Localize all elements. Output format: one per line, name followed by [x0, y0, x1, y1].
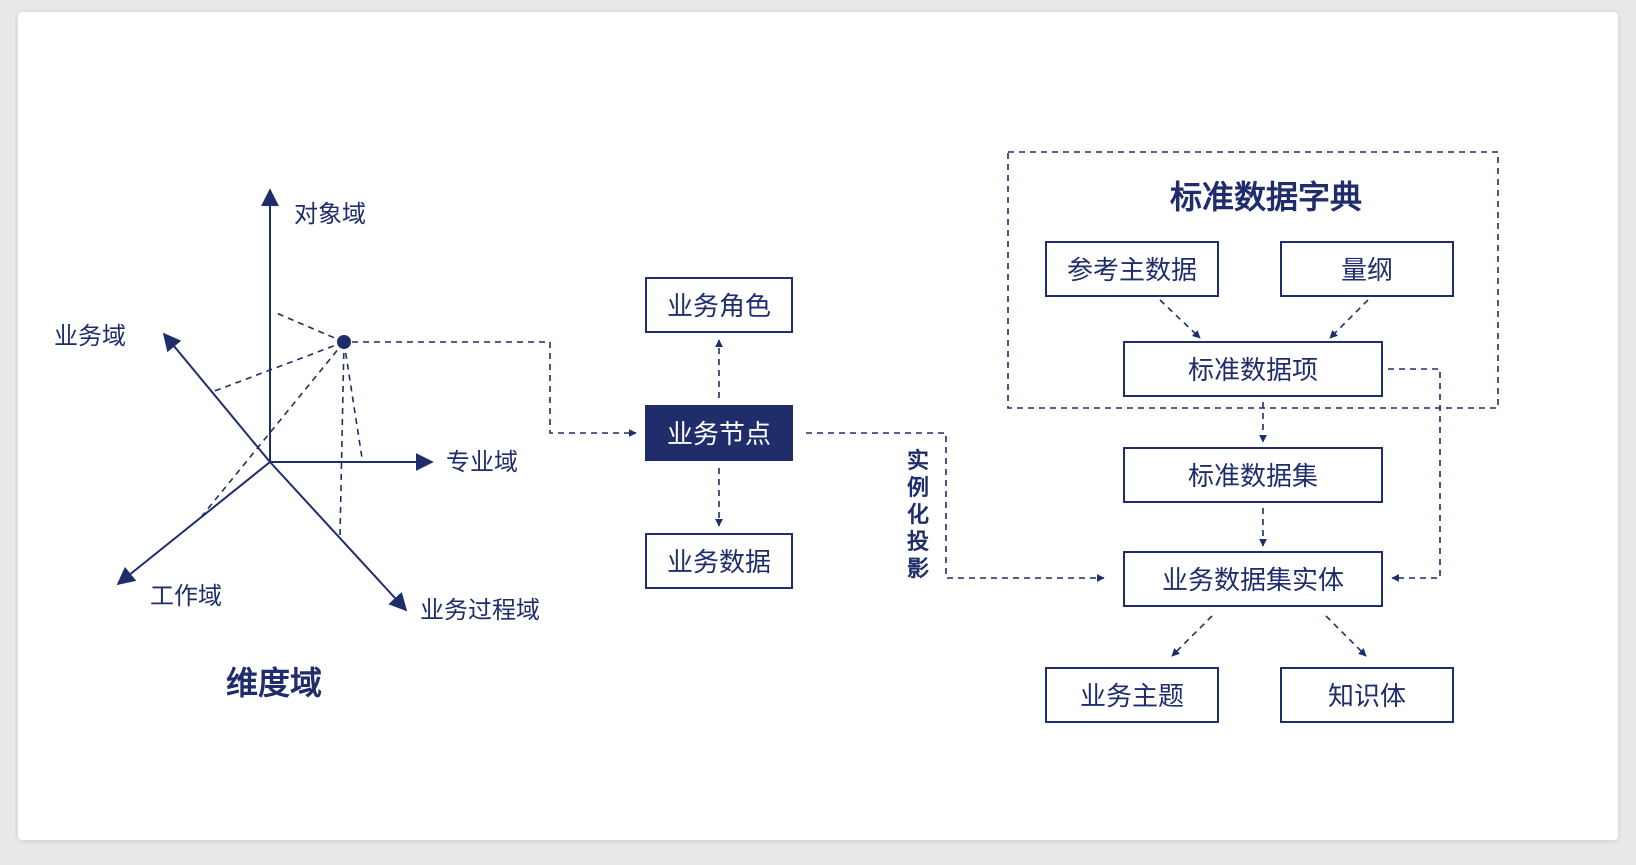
axis-process	[269, 461, 408, 612]
axis-professional-label: 专业域	[446, 448, 518, 476]
business-node-box	[645, 405, 793, 461]
unit-to-item-arrow	[1329, 299, 1369, 339]
business-role-label: 业务角色	[667, 292, 771, 322]
topic-box	[1045, 667, 1219, 723]
axis-process-label: 业务过程域	[420, 596, 540, 624]
dimension-unit-label: 量纲	[1341, 256, 1393, 286]
item-to-entity-connector	[1388, 368, 1441, 582]
standard-item-box	[1123, 341, 1383, 397]
point-to-node-connector	[352, 341, 637, 437]
dictionary-title: 标准数据字典	[1170, 178, 1362, 216]
point-projections	[201, 311, 363, 537]
entity-to-topic-arrow	[1171, 615, 1213, 657]
dictionary-frame	[1007, 151, 1499, 409]
projection-char: 化	[907, 502, 929, 528]
standard-item-label: 标准数据项	[1188, 356, 1318, 386]
reference-to-item-arrow	[1159, 299, 1201, 339]
projection-label: 实 例 化 投 影	[907, 448, 929, 582]
projection-char: 例	[907, 476, 929, 501]
entity-label: 业务数据集实体	[1162, 566, 1344, 596]
axis-work-label: 工作域	[150, 582, 222, 610]
business-role-box	[645, 277, 793, 333]
projection-char: 影	[907, 557, 929, 582]
business-node-label: 业务节点	[667, 420, 771, 450]
standard-set-label: 标准数据集	[1188, 462, 1318, 492]
standard-set-box	[1123, 447, 1383, 503]
projection-connector	[806, 432, 1105, 582]
knowledge-box	[1280, 667, 1454, 723]
axis-object-label: 对象域	[294, 200, 366, 228]
dimension-point	[337, 335, 351, 349]
entity-to-knowledge-arrow	[1325, 615, 1367, 657]
knowledge-label: 知识体	[1328, 682, 1406, 712]
projection-char: 实	[907, 448, 929, 474]
axis-work	[116, 461, 271, 586]
business-data-box	[645, 533, 793, 589]
dimension-axes	[116, 188, 434, 612]
dimension-unit-box	[1280, 241, 1454, 297]
reference-master-label: 参考主数据	[1067, 256, 1197, 286]
topic-label: 业务主题	[1080, 682, 1184, 712]
entity-box	[1123, 551, 1383, 607]
axis-business-label: 业务域	[54, 322, 126, 350]
business-data-label: 业务数据	[667, 548, 771, 578]
projection-char: 投	[907, 530, 929, 555]
axis-business	[162, 332, 271, 463]
reference-master-box	[1045, 241, 1219, 297]
dimension-title: 维度域	[226, 664, 322, 702]
